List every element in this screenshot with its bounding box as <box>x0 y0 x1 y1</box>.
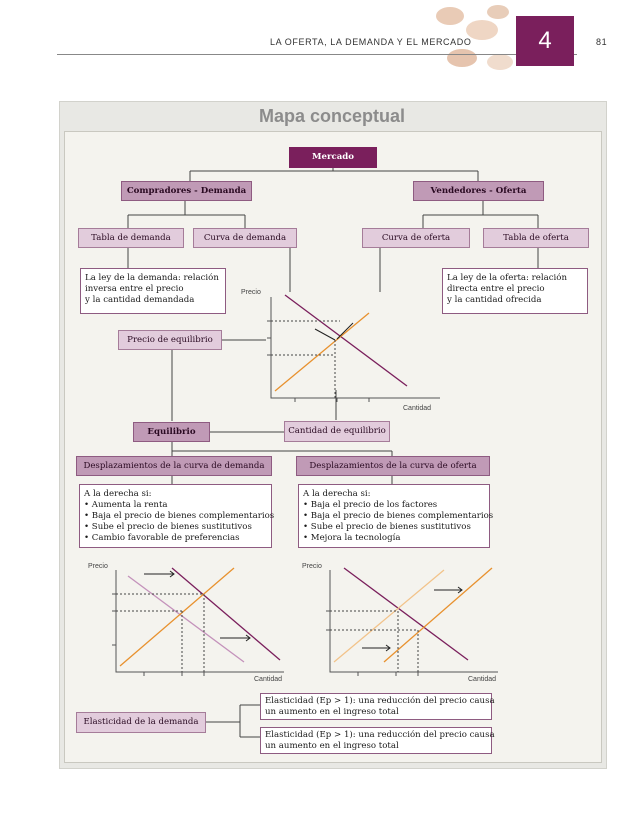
elasticidad-detail-2: Elasticidad (Ep > 1): una reducción del … <box>260 727 495 754</box>
elasticidad-2-line-1: Elasticidad (Ep > 1): una reducción del … <box>265 730 495 740</box>
equilibrio-node: Equilibrio <box>133 422 210 442</box>
lista-demanda-item: A la derecha si: <box>84 489 152 499</box>
precio-label-2: Precio <box>88 563 108 570</box>
running-title: LA OFERTA, LA DEMANDA Y EL MERCADO <box>270 37 472 47</box>
page-title: Mapa conceptual <box>258 106 406 126</box>
elasticidad-1-line-2: un aumento en el ingreso total <box>265 707 399 717</box>
lista-oferta-item: • Mejora la tecnología <box>303 533 401 543</box>
mercado-node: Mercado <box>289 147 377 168</box>
cantidad-label-1: Cantidad <box>403 405 431 412</box>
demand-shift-graph: Precio Cantidad <box>88 563 284 683</box>
precio-label-3: Precio <box>302 563 322 570</box>
curva-demanda-node: Curva de demanda <box>193 228 297 248</box>
compradores-node: Compradores - Demanda <box>121 181 252 201</box>
lista-oferta-item: • Baja el precio de los factores <box>303 500 438 510</box>
cantidad-equilibrio-node: Cantidad de equilibrio <box>284 421 390 442</box>
lista-oferta-item: • Baja el precio de bienes complementari… <box>303 511 494 521</box>
elasticidad-node: Elasticidad de la demanda <box>76 712 206 733</box>
chapter-badge: 4 <box>516 16 574 66</box>
tabla-demanda-node: Tabla de demanda <box>78 228 184 248</box>
ley-demanda-line-1: La ley de la demanda: relación <box>85 273 219 283</box>
ley-oferta-box: La ley de la oferta: relación directa en… <box>442 268 588 314</box>
elasticidad-detail-1: Elasticidad (Ep > 1): una reducción del … <box>260 693 495 720</box>
desp-oferta-node: Desplazamientos de la curva de oferta <box>296 456 490 476</box>
equilibrium-graph: Precio Cantidad <box>241 289 440 412</box>
header-rule <box>57 54 577 55</box>
lista-oferta-item: A la derecha si: <box>303 489 371 499</box>
ley-oferta-line-1: La ley de la oferta: relación <box>447 273 567 283</box>
photo-decoration <box>420 0 520 80</box>
ley-oferta-line-3: y la cantidad ofrecida <box>447 295 542 305</box>
curva-oferta-node: Curva de oferta <box>362 228 470 248</box>
ley-demanda-box: La ley de la demanda: relación inversa e… <box>80 268 226 314</box>
lista-demanda-item: • Cambio favorable de preferencias <box>84 533 240 543</box>
ley-oferta-line-2: directa entre el precio <box>447 284 545 294</box>
lista-demanda-box: A la derecha si: • Aumenta la renta • Ba… <box>79 484 275 548</box>
tabla-oferta-node: Tabla de oferta <box>483 228 589 248</box>
lista-demanda-item: • Baja el precio de bienes complementari… <box>84 511 275 521</box>
cantidad-label-3: Cantidad <box>468 676 496 683</box>
supply-shift-graph: Precio Cantidad <box>302 563 498 683</box>
ley-demanda-line-3: y la cantidad demandada <box>85 295 195 305</box>
lista-demanda-item: • Aumenta la renta <box>84 500 168 510</box>
lista-demanda-item: • Sube el precio de bienes sustitutivos <box>84 522 252 532</box>
elasticidad-2-line-2: un aumento en el ingreso total <box>265 741 399 751</box>
cantidad-label-2: Cantidad <box>254 676 282 683</box>
ley-demanda-line-2: inversa entre el precio <box>85 284 184 294</box>
elasticidad-1-line-1: Elasticidad (Ep > 1): una reducción del … <box>265 696 495 706</box>
desp-demanda-node: Desplazamientos de la curva de demanda <box>76 456 272 476</box>
vendedores-node: Vendedores - Oferta <box>413 181 544 201</box>
precio-label-1: Precio <box>241 289 261 296</box>
lista-oferta-box: A la derecha si: • Baja el precio de los… <box>298 484 494 548</box>
page-number: 81 <box>596 37 608 47</box>
precio-equilibrio-node: Precio de equilibrio <box>118 330 222 350</box>
lista-oferta-item: • Sube el precio de bienes sustitutivos <box>303 522 471 532</box>
